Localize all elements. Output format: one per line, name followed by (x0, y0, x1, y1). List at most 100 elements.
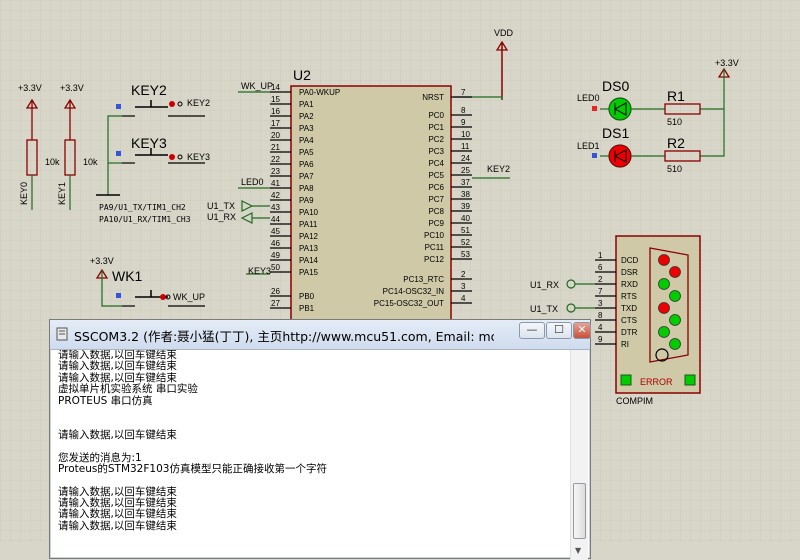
minimize-button[interactable]: — (519, 322, 545, 339)
scroll-down-arrow-icon[interactable]: ▼ (575, 546, 582, 555)
pin-number: 2 (598, 275, 603, 284)
status-led (658, 302, 670, 314)
pin-name: PC11 (425, 243, 445, 252)
compim-pin-ri[interactable]: 9RI (595, 335, 681, 350)
led-ds1[interactable]: DS1 LED1 (577, 125, 665, 168)
pin-name: PC2 (428, 135, 444, 144)
pin-number: 24 (461, 154, 470, 163)
terminal-line: 请输入数据,以回车键结束 (58, 350, 177, 361)
terminal-u1-rx-right[interactable]: U1_RX (530, 279, 595, 290)
pin-name: PC6 (428, 183, 444, 192)
pin-number: 49 (271, 251, 280, 260)
vdd-terminal[interactable]: VDD (494, 28, 514, 100)
pin-number: 9 (461, 118, 466, 127)
resistor-r2-value: 510 (667, 164, 682, 174)
resistor-r1[interactable]: R1 510 (664, 88, 701, 127)
pin-name: PC1 (428, 123, 444, 132)
receive-textarea[interactable]: 请输入数据,以回车键结束请输入数据,以回车键结束请输入数据,以回车键结束虚拟单片… (58, 350, 568, 560)
close-button[interactable]: ✕ (573, 322, 591, 339)
button-wk1[interactable]: WK1 WK_UP (112, 268, 205, 307)
schematic-canvas: VDD +3.3V 10k KEY0 +3.3V 10k KEY1 KEY2 K… (0, 0, 800, 542)
pin-number: 15 (271, 95, 280, 104)
vertical-scrollbar[interactable]: ▼ (570, 350, 588, 560)
power-pullup-2[interactable]: +3.3V 10k KEY1 (57, 83, 98, 210)
pin-name: PC3 (428, 147, 444, 156)
resistor-r2[interactable]: R2 510 (664, 135, 701, 174)
status-led (669, 266, 681, 278)
led-ds1-ref: DS1 (602, 125, 629, 141)
power-pullup-1[interactable]: +3.3V 10k KEY0 (18, 83, 60, 210)
pin-name: PA6 (299, 160, 314, 169)
pin-name: PA10 (299, 208, 319, 217)
sscom-titlebar[interactable]: SSCOM3.2 (作者:聂小猛(丁丁), 主页http://www.mcu51… (50, 320, 591, 350)
button-wk1-ref: WK1 (112, 268, 143, 284)
mcu-u2[interactable]: U2 14PA0-WKUP15PA116PA217PA320PA421PA522… (270, 67, 472, 327)
maximize-button[interactable]: ☐ (546, 322, 572, 339)
power-leds[interactable]: +3.3V (700, 58, 739, 157)
key1-net-label: KEY1 (57, 182, 67, 205)
pin-number: 7 (598, 287, 603, 296)
button-key3[interactable]: KEY3 KEY3 (122, 135, 210, 164)
button-key2[interactable]: KEY2 KEY2 (122, 82, 210, 117)
pin-name: PC0 (428, 111, 444, 120)
pin-number: 39 (461, 202, 470, 211)
sscom-window[interactable]: SSCOM3.2 (作者:聂小猛(丁丁), 主页http://www.mcu51… (49, 319, 591, 560)
button-key2-ref: KEY2 (131, 82, 167, 98)
power-wk1[interactable]: +3.3V (90, 256, 122, 307)
led-ds0[interactable]: DS0 LED0 (577, 78, 665, 121)
pin-name: PC15-OSC32_OUT (374, 299, 444, 308)
scrollbar-thumb[interactable] (573, 483, 586, 539)
pin-number: 11 (461, 142, 470, 151)
resistor-r1-value: 510 (667, 117, 682, 127)
terminal-u1-tx-left[interactable]: U1_TX (207, 200, 254, 212)
power-label-3: +3.3V (90, 256, 114, 266)
terminal-u1-tx-right[interactable]: U1_TX (530, 303, 595, 314)
terminal-line (58, 441, 568, 452)
pin-number: 46 (271, 239, 280, 248)
pin-number: 14 (271, 83, 280, 92)
